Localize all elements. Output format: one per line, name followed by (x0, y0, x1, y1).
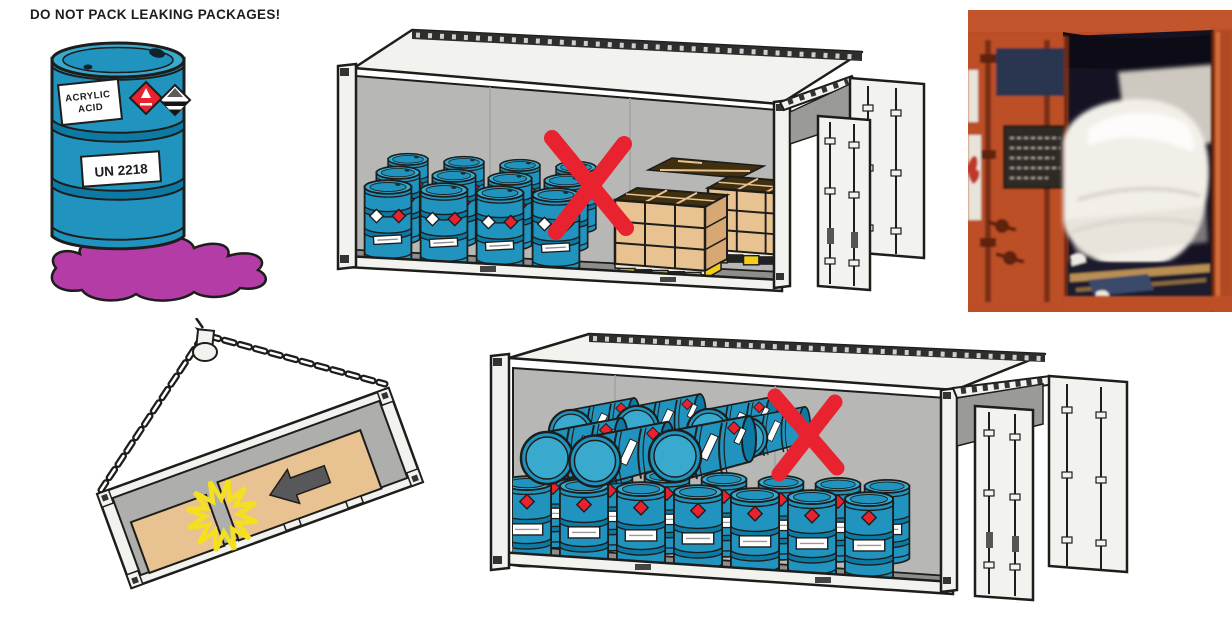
figure-lifted-container (70, 317, 460, 633)
page-title: DO NOT PACK LEAKING PACKAGES! (30, 7, 281, 22)
open-doors (778, 74, 926, 292)
flammable-diamond-icon (128, 80, 164, 116)
container-frame (336, 62, 792, 293)
photo-spilled-cargo (967, 10, 1232, 312)
acrylic-acid-label: ACRYLIC ACID (56, 77, 124, 127)
csc-plate (1003, 125, 1067, 189)
container-frame (489, 352, 959, 596)
impact-star-icon (186, 479, 259, 552)
open-right-door-edge (1211, 30, 1232, 312)
open-doors (951, 374, 1129, 602)
figure-container-mixed-cargo (330, 20, 960, 320)
drum (50, 41, 186, 251)
container-sill (1063, 296, 1232, 312)
spilled-bales (1063, 64, 1220, 269)
cargo-group (363, 152, 778, 284)
black-white-diamond-icon (158, 83, 192, 117)
red-x-icon (767, 388, 845, 482)
figure-container-drums (485, 332, 1130, 635)
red-x-icon (544, 130, 634, 240)
slide-arrow-icon (268, 464, 332, 505)
tilted-container (95, 386, 425, 590)
chain-left (97, 332, 207, 494)
svg-text:UN 2218: UN 2218 (94, 161, 149, 180)
chain-right (205, 332, 389, 388)
svg-text:ACRYLIC ACID: ACRYLIC ACID (65, 89, 116, 117)
lifting-hook-icon (192, 317, 218, 362)
debris-under-bales (1068, 253, 1213, 302)
un-number-label: UN 2218 (79, 150, 163, 188)
figure-leaking-drum: ACRYLIC ACID UN 2218 (18, 36, 278, 306)
box-pallets (613, 157, 778, 284)
door-sign (996, 48, 1064, 96)
closed-left-door (967, 36, 1069, 302)
